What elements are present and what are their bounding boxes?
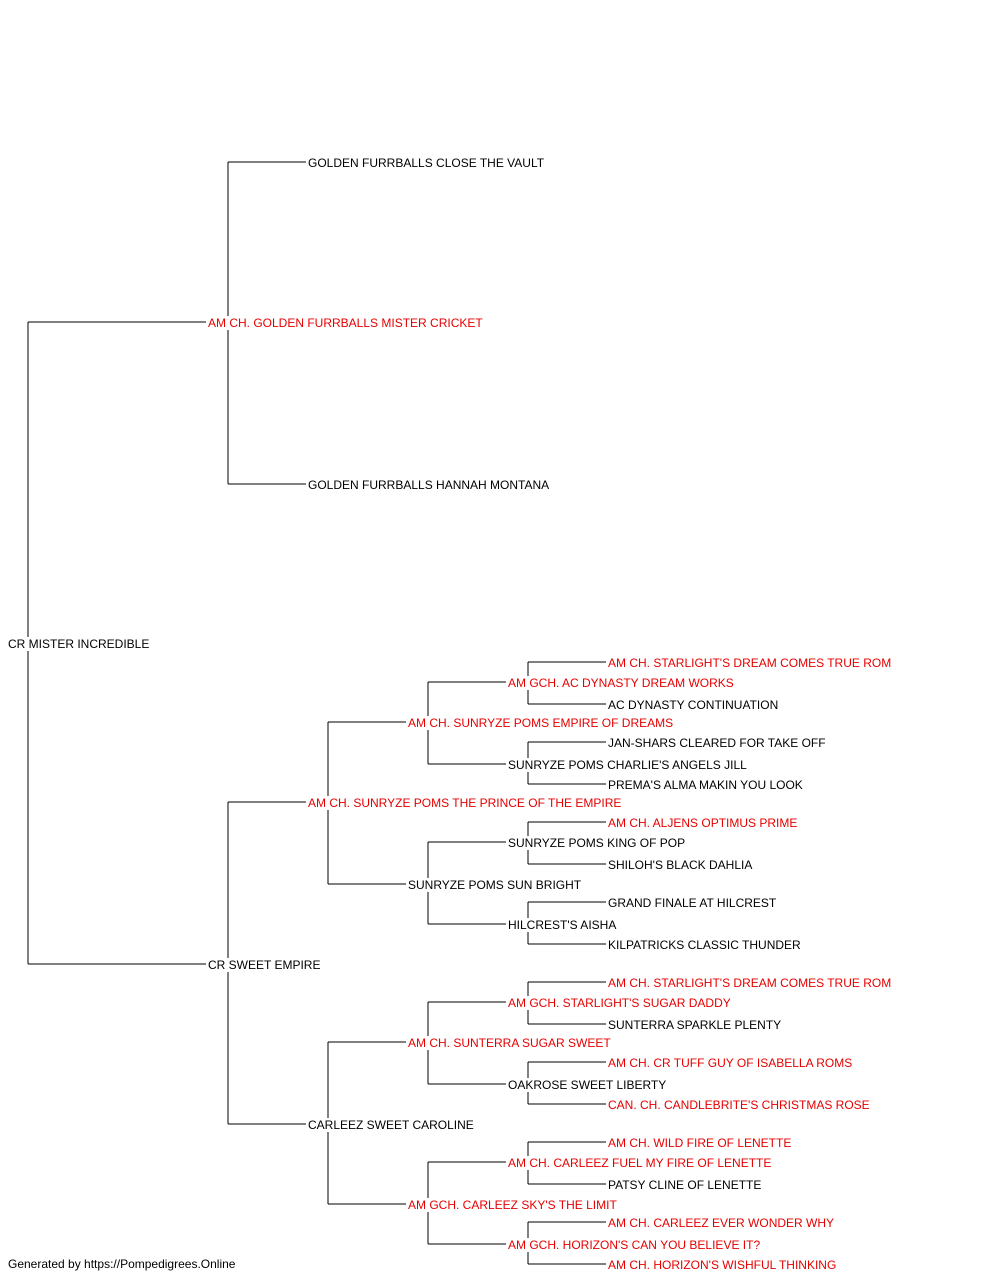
pedigree-node-dam-dam-sire: AM CH. SUNTERRA SUGAR SWEET <box>407 1036 612 1050</box>
pedigree-node-sire: AM CH. GOLDEN FURRBALLS MISTER CRICKET <box>207 316 484 330</box>
pedigree-node-dam-sire-dam-sire: SUNRYZE POMS KING OF POP <box>507 836 687 850</box>
pedigree-node-dam-sire-sire-dam: SUNRYZE POMS CHARLIE'S ANGELS JILL <box>507 758 748 772</box>
pedigree-node-dam-dam-dam-dam-dam: AM CH. HORIZON'S WISHFUL THINKING <box>607 1258 838 1272</box>
pedigree-node-dam-dam-dam-dam: AM GCH. HORIZON'S CAN YOU BELIEVE IT? <box>507 1238 762 1252</box>
pedigree-node-dam-sire-sire-sire: AM GCH. AC DYNASTY DREAM WORKS <box>507 676 735 690</box>
pedigree-node-dam-sire-dam: SUNRYZE POMS SUN BRIGHT <box>407 878 583 892</box>
pedigree-node-dam-dam-sire-sire-sire: AM CH. STARLIGHT'S DREAM COMES TRUE ROM <box>607 976 893 990</box>
pedigree-node-dam-sire: AM CH. SUNRYZE POMS THE PRINCE OF THE EM… <box>307 796 623 810</box>
pedigree-node-dam-dam-dam-sire-sire: AM CH. WILD FIRE OF LENETTE <box>607 1136 793 1150</box>
footer-credit: Generated by https://Pompedigrees.Online <box>8 1257 236 1271</box>
pedigree-node-dam-dam: CARLEEZ SWEET CAROLINE <box>307 1118 475 1132</box>
pedigree-node-dam-dam-sire-dam: OAKROSE SWEET LIBERTY <box>507 1078 668 1092</box>
pedigree-node-dam-sire-dam-dam-sire: GRAND FINALE AT HILCREST <box>607 896 778 910</box>
pedigree-node-dam-dam-dam-sire-dam: PATSY CLINE OF LENETTE <box>607 1178 763 1192</box>
pedigree-node-subject: CR MISTER INCREDIBLE <box>7 637 151 651</box>
pedigree-node-dam-dam-dam-dam-sire: AM CH. CARLEEZ EVER WONDER WHY <box>607 1216 836 1230</box>
pedigree-node-dam-sire-sire-sire-sire: AM CH. STARLIGHT'S DREAM COMES TRUE ROM <box>607 656 893 670</box>
pedigree-node-dam-sire-dam-dam-dam: KILPATRICKS CLASSIC THUNDER <box>607 938 802 952</box>
pedigree-node-dam-dam-dam: AM GCH. CARLEEZ SKY'S THE LIMIT <box>407 1198 618 1212</box>
pedigree-node-dam-dam-sire-sire: AM GCH. STARLIGHT'S SUGAR DADDY <box>507 996 732 1010</box>
pedigree-node-dam-sire-dam-sire-dam: SHILOH'S BLACK DAHLIA <box>607 858 754 872</box>
pedigree-node-dam-sire-sire: AM CH. SUNRYZE POMS EMPIRE OF DREAMS <box>407 716 675 730</box>
pedigree-node-dam-dam-sire-dam-sire: AM CH. CR TUFF GUY OF ISABELLA ROMS <box>607 1056 854 1070</box>
pedigree-node-dam-dam-sire-dam-dam: CAN. CH. CANDLEBRITE'S CHRISTMAS ROSE <box>607 1098 871 1112</box>
pedigree-node-sire-sire: GOLDEN FURRBALLS CLOSE THE VAULT <box>307 156 546 170</box>
pedigree-node-dam-dam-dam-sire: AM CH. CARLEEZ FUEL MY FIRE OF LENETTE <box>507 1156 773 1170</box>
pedigree-node-dam-dam-sire-sire-dam: SUNTERRA SPARKLE PLENTY <box>607 1018 783 1032</box>
pedigree-node-dam-sire-sire-sire-dam: AC DYNASTY CONTINUATION <box>607 698 780 712</box>
pedigree-node-dam-sire-dam-sire-sire: AM CH. ALJENS OPTIMUS PRIME <box>607 816 799 830</box>
pedigree-node-sire-dam: GOLDEN FURRBALLS HANNAH MONTANA <box>307 478 551 492</box>
pedigree-node-dam-sire-sire-dam-dam: PREMA'S ALMA MAKIN YOU LOOK <box>607 778 804 792</box>
pedigree-node-dam-sire-dam-dam: HILCREST'S AISHA <box>507 918 618 932</box>
pedigree-node-dam: CR SWEET EMPIRE <box>207 958 322 972</box>
pedigree-node-dam-sire-sire-dam-sire: JAN-SHARS CLEARED FOR TAKE OFF <box>607 736 827 750</box>
